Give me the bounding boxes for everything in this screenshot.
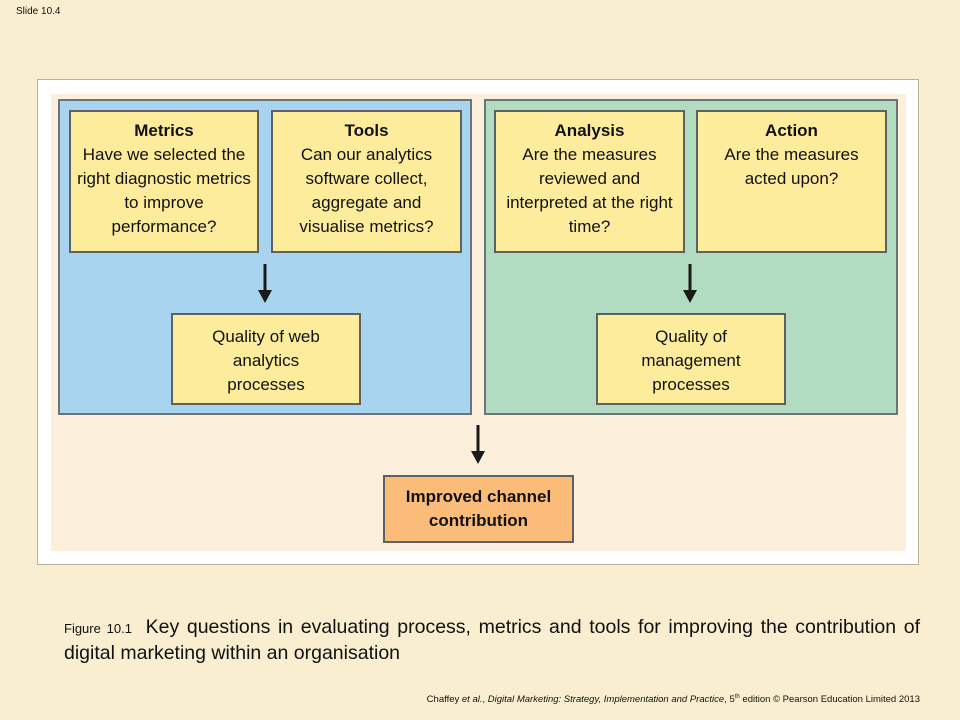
down-arrow-icon: [258, 264, 272, 303]
figure-caption: Figure 10.1 Key questions in evaluating …: [64, 615, 920, 666]
down-arrow-icon: [683, 264, 697, 303]
footer-authors: Chaffey: [426, 694, 462, 706]
tools-title: Tools: [344, 121, 389, 140]
slide-number: Slide 10.4: [16, 6, 61, 17]
footer-credit: Chaffey et al., Digital Marketing: Strat…: [426, 694, 920, 706]
action-text: Are the measures acted upon?: [724, 145, 859, 188]
management-quality-box: Quality of management processes: [596, 313, 786, 405]
analysis-text: Are the measures reviewed and interprete…: [506, 145, 673, 236]
metrics-text: Have we selected the right diagnostic me…: [77, 145, 251, 236]
tools-box: Tools Can our analytics software collect…: [271, 110, 462, 253]
web-analytics-quality-box: Quality of web analytics processes: [171, 313, 361, 405]
analysis-title: Analysis: [554, 121, 625, 140]
metrics-box: Metrics Have we selected the right diagn…: [69, 110, 259, 253]
footer-book: Digital Marketing: Strategy, Implementat…: [487, 694, 725, 706]
metrics-title: Metrics: [134, 121, 194, 140]
footer-edition-sup: th: [734, 694, 740, 700]
footer-rest: edition © Pearson Education Limited 2013: [739, 694, 920, 706]
footer-etal: et al.: [461, 694, 483, 706]
figure-label: Figure 10.1: [64, 621, 132, 636]
action-title: Action: [765, 121, 818, 140]
action-box: Action Are the measures acted upon?: [696, 110, 887, 253]
outcome-text: Improved channel contribution: [405, 487, 552, 530]
improved-channel-contribution-box: Improved channel contribution: [383, 475, 574, 543]
footer-edition-num: 5: [729, 694, 735, 706]
tools-text: Can our analytics software collect, aggr…: [299, 145, 434, 236]
web-analytics-quality-text: Quality of web analytics processes: [212, 327, 320, 394]
caption-text: Key questions in evaluating process, met…: [64, 616, 921, 664]
analysis-box: Analysis Are the measures reviewed and i…: [494, 110, 685, 253]
management-quality-text: Quality of management processes: [641, 327, 741, 394]
down-arrow-icon: [471, 425, 485, 464]
